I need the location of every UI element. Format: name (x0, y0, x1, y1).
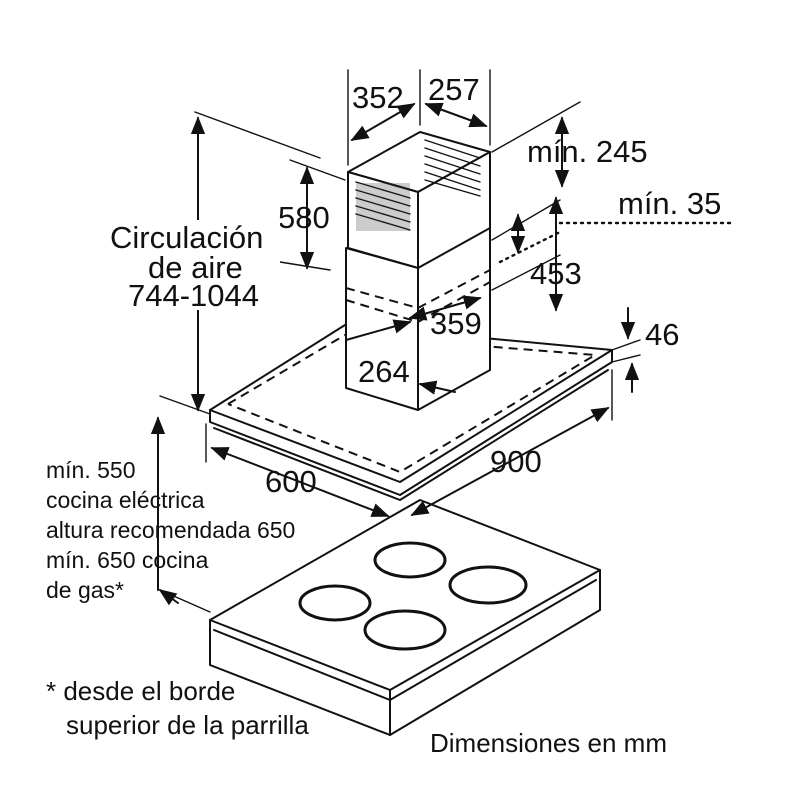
dim-359: 359 (430, 306, 482, 341)
dim-600: 600 (265, 464, 317, 499)
units-label: Dimensiones en mm (430, 728, 667, 758)
dim-min-245: mín. 245 (527, 134, 648, 169)
dim-min-35: mín. 35 (618, 186, 721, 221)
dim-900: 900 (490, 444, 542, 479)
cooktop-note-line3: altura recomendada 650 (46, 517, 295, 543)
air-circulation-label: Circulación de aire 744-1044 (105, 220, 280, 313)
footnote-line2: superior de la parrilla (66, 710, 309, 740)
dimension-labels: 352 257 mín. 245 mín. 35 580 453 359 264… (265, 72, 721, 499)
dim-257: 257 (428, 72, 480, 107)
cooktop (209, 499, 601, 736)
cooktop-note-line2: cocina eléctrica (46, 487, 205, 513)
dim-352: 352 (352, 80, 404, 115)
cooktop-note-line4: mín. 650 cocina (46, 547, 209, 573)
air-label-line1: Circulación (110, 220, 263, 255)
vent-slots-right (424, 139, 481, 197)
cooktop-note: mín. 550 cocina eléctrica altura recomen… (46, 457, 295, 603)
air-label-line2: de aire (148, 250, 243, 285)
air-label-line3: 744-1044 (128, 278, 259, 313)
dim-580: 580 (278, 200, 330, 235)
vent-slots-left (355, 181, 411, 231)
dim-264: 264 (358, 354, 410, 389)
footnote: * desde el borde superior de la parrilla (46, 676, 309, 740)
upper-chimney (347, 131, 491, 269)
dim-453: 453 (530, 256, 582, 291)
cooktop-note-line5: de gas* (46, 577, 124, 603)
cooktop-note-line1: mín. 550 (46, 457, 136, 483)
footnote-line1: * desde el borde (46, 676, 235, 706)
dim-46: 46 (645, 317, 679, 352)
